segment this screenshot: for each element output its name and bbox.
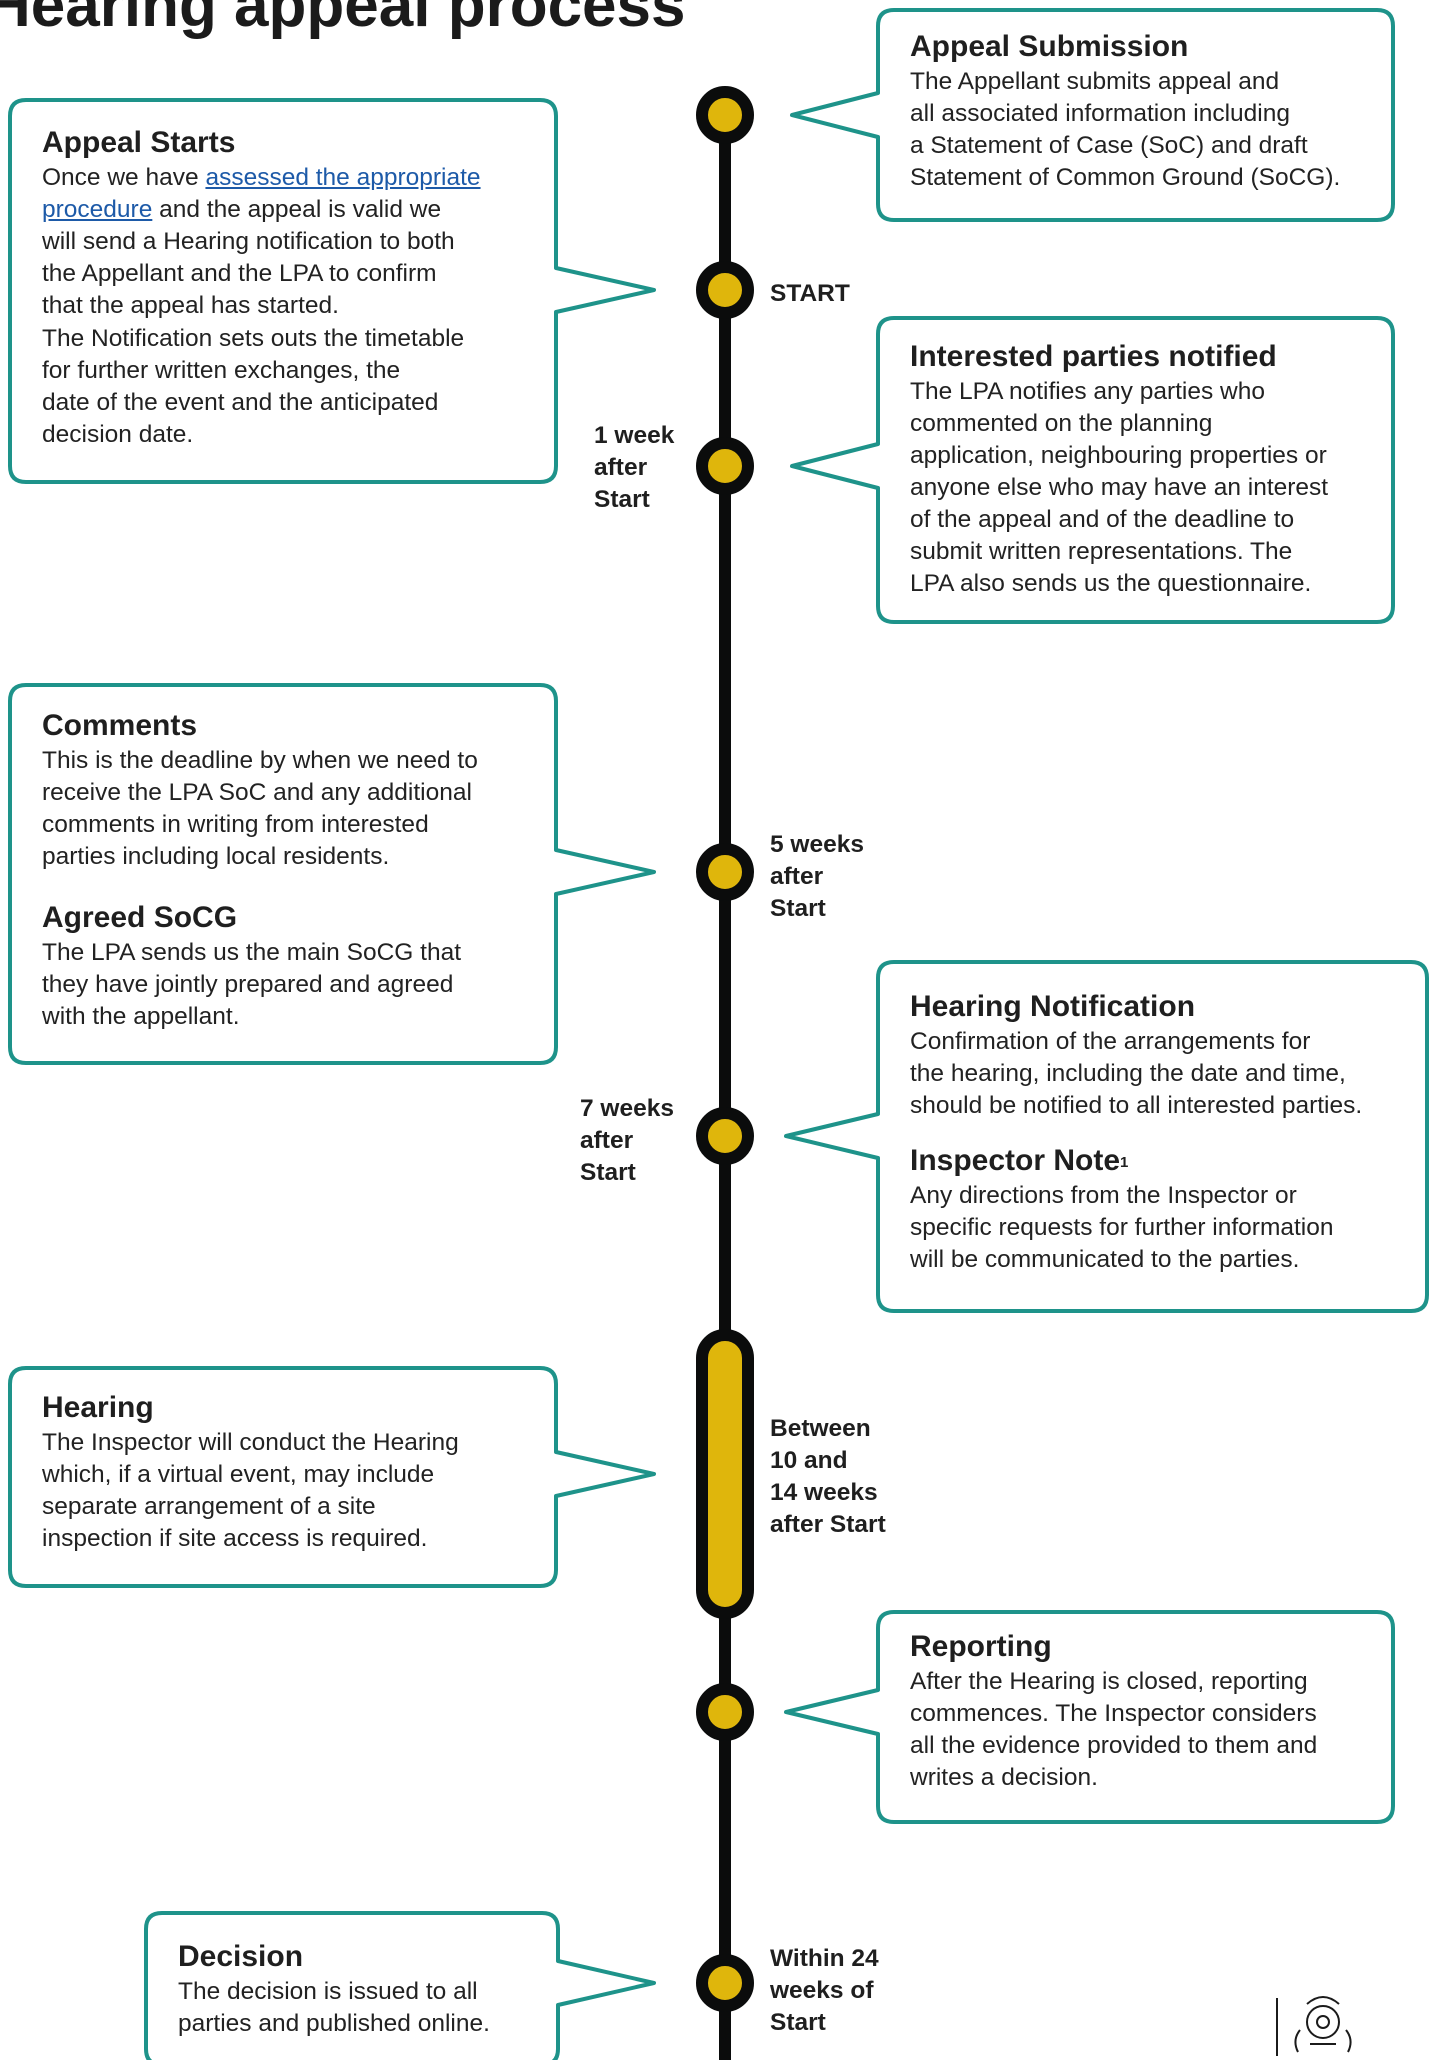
appeal-starts-box: Appeal Starts Once we have assessed the …: [10, 124, 550, 451]
procedure-link[interactable]: procedure: [42, 196, 153, 223]
decision-callout: [144, 1911, 656, 2060]
interested-parties-line: The LPA notifies any parties who: [910, 378, 1265, 405]
comments-box: Comments This is the deadline by when we…: [10, 707, 550, 1033]
reporting-heading: Reporting: [910, 1630, 1052, 1663]
royal-crest-icon: [1276, 1996, 1352, 2056]
appeal-starts-line: the Appellant and the LPA to confirm: [42, 260, 437, 287]
appeal-starts-line: The Notification sets outs the timetable: [42, 325, 465, 352]
appeal-submission-heading: Appeal Submission: [910, 30, 1189, 63]
timeline-label-start: START: [770, 280, 850, 307]
appeal-submission-box: Appeal Submission The Appellant submits …: [878, 28, 1398, 194]
decision-box: Decision The decision is issued to all p…: [146, 1938, 566, 2040]
timeline-node-appeal-submission: [696, 86, 754, 144]
appeal-starts-line: date of the event and the anticipated: [42, 389, 439, 416]
agreed-socg-line: with the appellant.: [42, 1003, 240, 1030]
appeal-submission-line: Statement of Common Ground (SoCG).: [910, 164, 1341, 191]
timeline-hearing-period: [696, 1329, 754, 1619]
timeline-node-decision: [696, 1954, 754, 2012]
decision-heading: Decision: [178, 1940, 304, 1973]
comments-line: receive the LPA SoC and any additional: [42, 779, 472, 806]
hearing-line: inspection if site access is required.: [42, 1525, 428, 1552]
appeal-starts-heading: Appeal Starts: [42, 126, 236, 159]
interested-parties-line: LPA also sends us the questionnaire.: [910, 570, 1312, 597]
assessed-procedure-link[interactable]: assessed the appropriate: [205, 164, 481, 191]
timeline-node-reporting: [696, 1683, 754, 1741]
page-title: Hearing appeal process: [0, 0, 686, 40]
decision-line: The decision is issued to all: [178, 1978, 478, 2005]
timeline-node-week7: [696, 1107, 754, 1165]
interested-parties-line: anyone else who may have an interest: [910, 474, 1329, 501]
hearing-notification-heading: Hearing Notification: [910, 990, 1196, 1023]
appeal-starts-line: for further written exchanges, the: [42, 357, 401, 384]
agreed-socg-line: The LPA sends us the main SoCG that: [42, 939, 462, 966]
appeal-starts-line: procedure and the appeal is valid we: [42, 196, 442, 223]
hearing-notification-line: the hearing, including the date and time…: [910, 1060, 1346, 1087]
appeal-submission-line: The Appellant submits appeal and: [910, 68, 1280, 95]
interested-parties-heading: Interested parties notified: [910, 340, 1277, 373]
hearing-notification-line: should be notified to all interested par…: [910, 1092, 1363, 1119]
interested-parties-line: of the appeal and of the deadline to: [910, 506, 1295, 533]
interested-parties-box: Interested parties notified The LPA noti…: [878, 338, 1398, 600]
interested-parties-callout: [790, 316, 1395, 624]
appeal-starts-callout: [8, 98, 656, 484]
hearing-notification-line: Confirmation of the arrangements for: [910, 1028, 1311, 1055]
timeline-node-start: [696, 261, 754, 319]
hearing-notification-box: Hearing Notification Confirmation of the…: [878, 988, 1418, 1276]
reporting-line: all the evidence provided to them and: [910, 1732, 1318, 1759]
comments-line: parties including local residents.: [42, 843, 390, 870]
inspector-note-heading: Inspector Note1: [910, 1144, 1129, 1177]
reporting-line: writes a decision.: [910, 1764, 1098, 1791]
footnote-marker: 1: [1120, 1154, 1129, 1171]
hearing-line: separate arrangement of a site: [42, 1493, 376, 1520]
decision-line: parties and published online.: [178, 2010, 490, 2037]
appeal-starts-line: will send a Hearing notification to both: [42, 228, 455, 255]
hearing-notification-callout: [784, 960, 1429, 1313]
agreed-socg-line: they have jointly prepared and agreed: [42, 971, 454, 998]
hearing-heading: Hearing: [42, 1391, 154, 1424]
interested-parties-line: application, neighbouring properties or: [910, 442, 1327, 469]
reporting-box: Reporting After the Hearing is closed, r…: [878, 1628, 1398, 1794]
appeal-starts-line: decision date.: [42, 421, 194, 448]
timeline-node-week1: [696, 437, 754, 495]
reporting-callout: [784, 1610, 1395, 1824]
comments-line: comments in writing from interested: [42, 811, 429, 838]
agreed-socg-heading: Agreed SoCG: [42, 901, 238, 934]
hearing-callout: [8, 1366, 656, 1588]
comments-heading: Comments: [42, 709, 198, 742]
interested-parties-line: commented on the planning: [910, 410, 1213, 437]
timeline-node-week5: [696, 843, 754, 901]
hearing-line: The Inspector will conduct the Hearing: [42, 1429, 459, 1456]
reporting-line: After the Hearing is closed, reporting: [910, 1668, 1308, 1695]
appeal-submission-line: all associated information including: [910, 100, 1290, 127]
appeal-starts-line: Once we have assessed the appropriate: [42, 164, 481, 191]
hearing-line: which, if a virtual event, may include: [42, 1461, 435, 1488]
inspector-note-line: specific requests for further informatio…: [910, 1214, 1334, 1241]
interested-parties-line: submit written representations. The: [910, 538, 1293, 565]
inspector-note-line: will be communicated to the parties.: [910, 1246, 1300, 1273]
appeal-submission-callout: [790, 8, 1395, 222]
hearing-box: Hearing The Inspector will conduct the H…: [10, 1389, 550, 1555]
comments-callout: [8, 683, 656, 1065]
comments-line: This is the deadline by when we need to: [42, 747, 478, 774]
inspector-note-line: Any directions from the Inspector or: [910, 1182, 1297, 1209]
appeal-submission-line: a Statement of Case (SoC) and draft: [910, 132, 1308, 159]
appeal-starts-line: that the appeal has started.: [42, 292, 339, 319]
reporting-line: commences. The Inspector considers: [910, 1700, 1317, 1727]
